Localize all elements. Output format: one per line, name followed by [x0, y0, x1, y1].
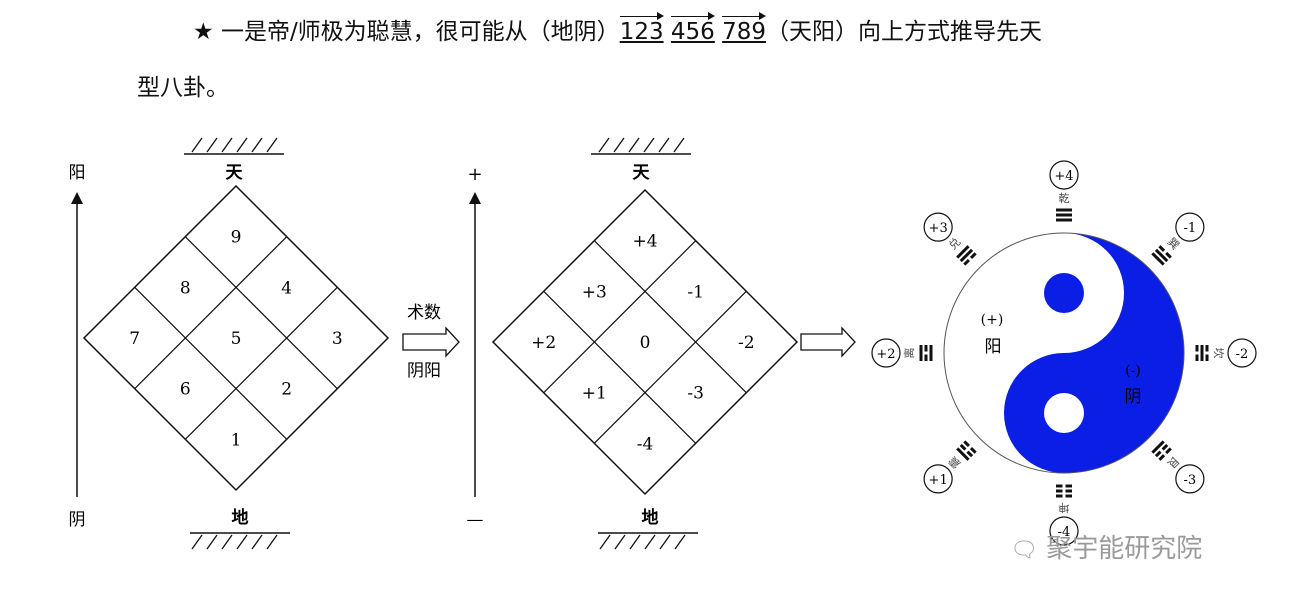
ground-bottom-hatch	[190, 532, 290, 550]
grid1-cell: 8	[180, 278, 191, 298]
grid2-cell: -3	[687, 384, 704, 404]
header-text-a: 一是帝/师极为聪慧，很可能从（地阴）	[220, 19, 620, 45]
yin-yang: (+) 阳 (-) 阴	[943, 232, 1185, 474]
trigram-value-circle	[1049, 160, 1079, 190]
axis-minus-label: —	[467, 510, 484, 530]
grid1-cell: 1	[231, 430, 242, 450]
trigram-symbol	[1056, 484, 1072, 498]
watermark: 🗨 聚宇能研究院	[1010, 528, 1202, 565]
trigram-symbol	[1195, 345, 1209, 361]
trigram-name: 坤	[1059, 501, 1070, 515]
trigram-value: +4	[1054, 169, 1073, 184]
trigram-+4: 乾 +4	[1049, 160, 1079, 222]
star-icon: ★	[193, 19, 214, 45]
number-grid: 天 9 8 4 7 5 3 6 2 1 地	[82, 137, 390, 550]
seq-789: 789	[722, 12, 767, 45]
trigram-+3: 兑+3	[923, 212, 977, 266]
grid1-top-label: 天	[226, 163, 244, 183]
trigram-+2: 离 +2	[871, 338, 933, 368]
trigram-value-circle	[1049, 516, 1079, 546]
grid2-cell: 0	[640, 333, 651, 353]
yin-dot	[1044, 393, 1084, 433]
axis-yang-label: 阳	[69, 163, 86, 183]
trigram-name: 离	[902, 348, 916, 359]
transform-top-label: 术数	[407, 303, 441, 323]
trigram-value: +2	[876, 347, 895, 362]
yin-sign: (-)	[1125, 363, 1141, 379]
yang-dot	[1044, 273, 1084, 313]
yin-label: 阴	[1125, 387, 1142, 407]
trigram-symbol	[956, 245, 977, 266]
trigram-value: -1	[1184, 221, 1197, 236]
grid2-top-label: 天	[633, 163, 651, 183]
grid2-cell: +4	[632, 232, 657, 252]
trigram--4: 坤 -4	[1049, 484, 1079, 546]
trigram-name: 震	[946, 454, 963, 471]
grid1-bottom-label: 地	[232, 507, 249, 528]
trigram-symbol	[956, 440, 977, 461]
grid1-cell: 6	[180, 380, 191, 400]
grid2-cell: +1	[582, 384, 607, 404]
trigram-value: -4	[1058, 525, 1071, 540]
left-axis: 阳 阴	[69, 163, 86, 530]
grid1-cell: 2	[281, 380, 292, 400]
header-text-b: （天阳）向上方式推导先天	[766, 19, 1043, 45]
trigram-value-circle	[923, 464, 953, 494]
trigram--3: 艮-3	[1151, 440, 1205, 494]
wechat-icon: 🗨	[1010, 538, 1038, 563]
trigram-name: 艮	[1165, 454, 1182, 471]
trigram-value-circle	[1175, 464, 1205, 494]
grid2-cell: -2	[738, 333, 755, 353]
seq-123: 123	[619, 12, 664, 45]
grid2-cell: +3	[582, 282, 607, 302]
ground-top-hatch	[184, 137, 284, 155]
seq-456: 456	[670, 12, 715, 45]
grid2-cell: -4	[637, 434, 654, 454]
grid2-cell: -1	[687, 282, 704, 302]
trigram-value-circle	[923, 212, 953, 242]
trigram--1: 巽-1	[1151, 212, 1205, 266]
grid1-cell: 7	[129, 329, 140, 349]
trigram-value-circle	[1175, 212, 1205, 242]
sign-grid: 天 +4 +3 -1 +2 0 -2 +1 -3 -4 地	[491, 137, 799, 550]
grid2-bottom-label: 地	[642, 507, 659, 528]
transform-arrow: 术数 阴阳	[402, 303, 460, 381]
trigram-name: 乾	[1059, 192, 1070, 205]
grid1-cell: 3	[332, 329, 343, 349]
trigram-name: 坎	[1212, 348, 1225, 359]
trigram-value: -3	[1184, 473, 1197, 488]
trigram--2: 坎 -2	[1195, 338, 1257, 368]
grid1-cell: 5	[231, 329, 242, 349]
header-line-2: 型八卦。	[137, 75, 229, 101]
trigram-symbol	[1151, 440, 1172, 461]
transform-arrow-2	[800, 326, 856, 358]
transform-bottom-label: 阴阳	[407, 361, 441, 381]
trigram-value: -2	[1236, 347, 1249, 362]
trigram-value: +1	[929, 473, 948, 488]
trigram-value-circle	[1227, 338, 1257, 368]
trigram-+1: 震 +1	[923, 440, 977, 494]
header-line-1: ★ 一是帝/师极为聪慧，很可能从（地阴）123 456 789（天阳）向上方式推…	[193, 12, 1042, 46]
grid1-cell: 9	[231, 228, 242, 248]
axis-plus-label: +	[467, 164, 482, 185]
trigram-value-circle	[871, 338, 901, 368]
trigram-symbol	[1056, 208, 1072, 222]
grid2-cell: +2	[531, 333, 556, 353]
trigram-name: 巽	[1165, 235, 1182, 252]
yang-label: 阳	[985, 337, 1002, 357]
trigram-symbol	[919, 345, 933, 361]
yang-sign: (+)	[981, 312, 1004, 328]
trigram-value: +3	[929, 221, 948, 236]
axis-yin-label: 阴	[69, 510, 86, 530]
trigram-symbol	[1151, 245, 1172, 266]
watermark-text: 聚宇能研究院	[1046, 534, 1203, 564]
grid1-cell: 4	[281, 278, 292, 298]
plus-minus-axis: + —	[467, 164, 484, 530]
